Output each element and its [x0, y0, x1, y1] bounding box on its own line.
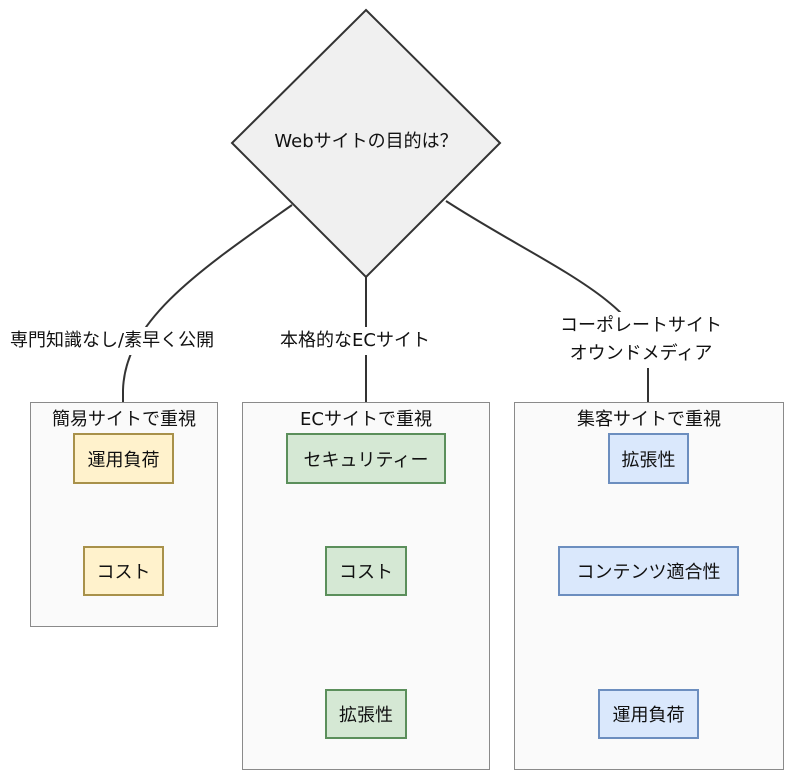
- edge-label-media-line2: オウンドメディア: [569, 343, 713, 364]
- edge-label-simple-site: 専門知識なし/素早く公開: [10, 327, 215, 355]
- edge-label-media-site: コーポレートサイト オウンドメディア: [556, 312, 726, 368]
- edge-label-ec-site: 本格的なECサイト: [280, 327, 430, 355]
- node-security-ec[interactable]: セキュリティー: [286, 433, 446, 484]
- node-operation-load-media[interactable]: 運用負荷: [598, 689, 699, 739]
- cluster-title-media-site: 集客サイトで重視: [577, 409, 721, 430]
- node-content-fit-media[interactable]: コンテンツ適合性: [558, 546, 739, 596]
- cluster-title-simple-site: 簡易サイトで重視: [52, 409, 196, 430]
- node-extensibility-ec[interactable]: 拡張性: [325, 689, 407, 739]
- node-operation-load-simple[interactable]: 運用負荷: [73, 433, 174, 484]
- cluster-title-ec-site: ECサイトで重視: [300, 409, 432, 430]
- node-cost-simple[interactable]: コスト: [83, 546, 164, 596]
- node-cost-ec[interactable]: コスト: [325, 546, 407, 596]
- decision-label: Webサイトの目的は？: [274, 131, 458, 152]
- node-extensibility-media[interactable]: 拡張性: [608, 433, 689, 484]
- edge-to-simple-site: [116, 204, 293, 432]
- edge-label-media-line1: コーポレートサイト: [560, 315, 722, 336]
